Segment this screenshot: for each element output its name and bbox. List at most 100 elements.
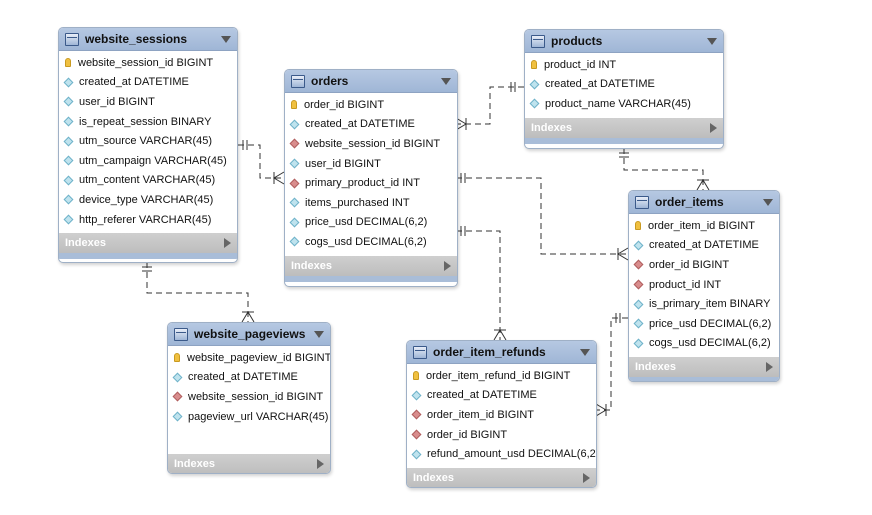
column-label: items_purchased INT (305, 196, 410, 209)
column-label: created_at DATETIME (545, 78, 655, 91)
column-row[interactable]: http_referer VARCHAR(45) (59, 210, 237, 230)
column-label: order_item_id BIGINT (427, 408, 534, 421)
table-header[interactable]: website_sessions (59, 28, 237, 51)
column-row[interactable]: is_primary_item BINARY (629, 294, 779, 314)
table-header[interactable]: website_pageviews (168, 323, 330, 346)
foreign-key-diamond-icon (633, 260, 644, 270)
column-row[interactable]: order_id BIGINT (407, 425, 596, 445)
column-list: order_item_refund_id BIGINT created_at D… (407, 364, 596, 468)
indexes-bar[interactable]: Indexes (629, 357, 779, 378)
collapse-toggle-icon[interactable] (707, 37, 717, 45)
table-header[interactable]: order_items (629, 191, 779, 214)
table-header[interactable]: order_item_refunds (407, 341, 596, 364)
column-row[interactable]: created_at DATETIME (629, 236, 779, 256)
expand-arrow-icon[interactable] (444, 260, 451, 271)
column-row[interactable]: cogs_usd DECIMAL(6,2) (285, 232, 457, 252)
column-diamond-icon (289, 217, 300, 228)
column-row[interactable]: device_type VARCHAR(45) (59, 190, 237, 210)
column-row[interactable]: user_id BIGINT (285, 154, 457, 174)
expand-arrow-icon[interactable] (583, 472, 590, 483)
foreign-key-diamond-icon (411, 429, 422, 440)
column-diamond-icon (633, 240, 644, 251)
one-marker (460, 226, 466, 236)
column-row[interactable]: website_session_id BIGINT (59, 53, 237, 73)
table-orders[interactable]: orders order_id BIGINT created_at DATETI… (284, 69, 458, 287)
expand-arrow-icon[interactable] (710, 122, 717, 133)
column-row[interactable]: items_purchased INT (285, 193, 457, 213)
column-row[interactable]: utm_source VARCHAR(45) (59, 131, 237, 151)
column-row[interactable]: order_id BIGINT (285, 95, 457, 115)
column-row[interactable]: product_id INT (629, 275, 779, 295)
column-row[interactable]: order_item_refund_id BIGINT (407, 366, 596, 386)
column-label: created_at DATETIME (305, 118, 415, 131)
column-label: website_session_id BIGINT (78, 56, 214, 69)
indexes-bar[interactable]: Indexes (168, 454, 330, 473)
indexes-bar[interactable]: Indexes (59, 233, 237, 254)
collapse-toggle-icon[interactable] (580, 348, 590, 356)
one-marker (460, 173, 466, 183)
column-row[interactable]: is_repeat_session BINARY (59, 112, 237, 132)
table-footer (59, 253, 237, 260)
table-icon (413, 345, 427, 359)
indexes-bar[interactable]: Indexes (285, 255, 457, 276)
column-diamond-icon (172, 411, 183, 422)
column-row[interactable]: created_at DATETIME (285, 115, 457, 135)
table-name: website_sessions (85, 32, 188, 46)
column-row[interactable]: created_at DATETIME (407, 386, 596, 406)
column-row[interactable]: product_id INT (525, 55, 723, 75)
table-header[interactable]: products (525, 30, 723, 53)
indexes-label: Indexes (291, 259, 332, 272)
column-row[interactable]: utm_campaign VARCHAR(45) (59, 151, 237, 171)
expand-arrow-icon[interactable] (224, 238, 231, 249)
column-row[interactable]: pageview_url VARCHAR(45) (168, 407, 330, 427)
column-diamond-icon (289, 237, 300, 247)
column-row[interactable]: website_pageview_id BIGINT (168, 348, 330, 368)
column-row[interactable]: refund_amount_usd DECIMAL(6,2) (407, 444, 596, 464)
column-row[interactable]: created_at DATETIME (525, 75, 723, 95)
column-label: user_id BIGINT (79, 95, 155, 108)
table-icon (65, 32, 79, 46)
indexes-bar[interactable]: Indexes (407, 467, 596, 487)
column-row[interactable]: user_id BIGINT (59, 92, 237, 112)
column-row[interactable]: utm_content VARCHAR(45) (59, 171, 237, 191)
column-row[interactable]: primary_product_id INT (285, 173, 457, 193)
column-row[interactable]: website_session_id BIGINT (168, 387, 330, 407)
indexes-label: Indexes (531, 121, 572, 134)
table-order-item-refunds[interactable]: order_item_refunds order_item_refund_id … (406, 340, 597, 488)
table-website-sessions[interactable]: website_sessions website_session_id BIGI… (58, 27, 238, 263)
column-row[interactable]: price_usd DECIMAL(6,2) (285, 213, 457, 233)
collapse-toggle-icon[interactable] (441, 77, 451, 85)
column-row[interactable]: created_at DATETIME (168, 368, 330, 388)
column-row[interactable]: order_id BIGINT (629, 255, 779, 275)
foreign-key-diamond-icon (633, 279, 644, 290)
table-name: orders (311, 74, 349, 88)
indexes-bar[interactable]: Indexes (525, 117, 723, 138)
table-header[interactable]: orders (285, 70, 457, 93)
column-row[interactable]: product_name VARCHAR(45) (525, 94, 723, 114)
many-marker (617, 247, 629, 261)
table-icon (174, 327, 188, 341)
column-row[interactable]: order_item_id BIGINT (407, 405, 596, 425)
column-row[interactable]: website_session_id BIGINT (285, 134, 457, 154)
column-row[interactable]: price_usd DECIMAL(6,2) (629, 314, 779, 334)
many-marker (241, 311, 255, 323)
foreign-key-diamond-icon (172, 392, 183, 402)
column-label: website_pageview_id BIGINT (187, 351, 331, 364)
column-label: order_item_refund_id BIGINT (426, 369, 571, 382)
column-diamond-icon (63, 195, 74, 205)
column-row[interactable]: cogs_usd DECIMAL(6,2) (629, 334, 779, 354)
table-website-pageviews[interactable]: website_pageviews website_pageview_id BI… (167, 322, 331, 474)
collapse-toggle-icon[interactable] (763, 198, 773, 206)
table-products[interactable]: products product_id INT created_at DATET… (524, 29, 724, 149)
collapse-toggle-icon[interactable] (314, 330, 324, 338)
column-diamond-icon (63, 97, 74, 107)
table-order-items[interactable]: order_items order_item_id BIGINT created… (628, 190, 780, 382)
column-row[interactable]: order_item_id BIGINT (629, 216, 779, 236)
expand-arrow-icon[interactable] (766, 362, 773, 373)
column-row[interactable]: created_at DATETIME (59, 73, 237, 93)
collapse-toggle-icon[interactable] (221, 35, 231, 43)
table-footer (629, 377, 779, 381)
expand-arrow-icon[interactable] (317, 459, 324, 469)
table-name: website_pageviews (194, 327, 306, 341)
